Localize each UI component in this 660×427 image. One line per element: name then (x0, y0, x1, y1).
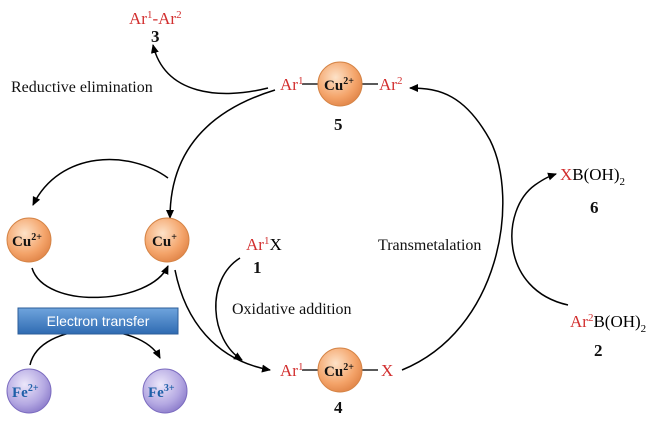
arrow-transmetalation (401, 84, 504, 371)
int4-number: 4 (334, 398, 343, 417)
label-electron-transfer: Electron transfer (47, 313, 150, 329)
arrow-cu1-to-cu2 (32, 158, 169, 206)
label-oxidative-addition: Oxidative addition (232, 301, 352, 318)
boronic-acid-number: 2 (594, 341, 603, 360)
int5-left: Ar1 (280, 75, 303, 94)
int4-metal: Cu2+ (324, 362, 354, 380)
boron-byproduct-formula: XB(OH)2 (560, 165, 625, 188)
cu2-sphere-5 (317, 61, 363, 107)
fe2-sphere (6, 368, 52, 414)
cu2-label: Cu2+ (12, 232, 42, 250)
fe3-label: Fe3+ (148, 383, 175, 401)
int4-right: X (381, 361, 393, 380)
aryl-halide-number: 1 (253, 258, 262, 277)
int5-metal: Cu2+ (324, 76, 354, 94)
int5-number: 5 (334, 115, 343, 134)
arrow-boron-exchange (511, 172, 569, 306)
int4-left: Ar1 (280, 361, 303, 380)
fe2-label: Fe2+ (12, 383, 39, 401)
arrow-oxidative-addition (215, 257, 243, 361)
boron-byproduct-number: 6 (590, 198, 599, 217)
cu2-sphere (6, 217, 52, 263)
fe3-sphere (142, 368, 188, 414)
arrow-fe2-to-fe3 (29, 329, 161, 366)
cu1-label: Cu+ (152, 232, 177, 250)
boronic-acid-formula: Ar2B(OH)2 (570, 312, 646, 335)
cu2-sphere-4 (317, 347, 363, 393)
aryl-halide-formula: Ar1X (246, 235, 282, 254)
arrow-cu1-to-4 (174, 269, 271, 373)
electron-transfer-band (17, 307, 179, 335)
product-3-number: 3 (151, 27, 160, 46)
int5-right: Ar2 (379, 75, 402, 94)
arrow-5-to-cu1 (166, 89, 276, 219)
arrow-cu2-to-cu1-lower (31, 265, 169, 299)
product-3-formula: Ar1-Ar2 (129, 9, 182, 28)
cu1-sphere (144, 217, 190, 263)
label-transmetalation: Transmetalation (378, 237, 481, 254)
label-reductive-elimination: Reductive elimination (11, 79, 153, 96)
arrow-reductive-elimination (150, 44, 269, 95)
